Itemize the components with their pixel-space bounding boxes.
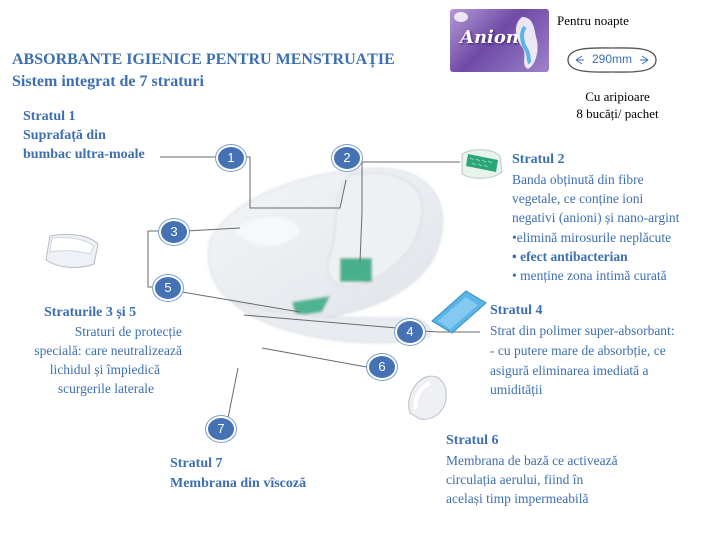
layer4-desc-line4: umidității bbox=[490, 382, 543, 397]
layer-7-badge: 7 bbox=[206, 416, 236, 442]
layer-1-badge: 1 bbox=[216, 145, 246, 171]
layer1-heading-line3: bumbac ultra-moale bbox=[23, 147, 145, 162]
layer35-desc-line2: specială: care neutralizează bbox=[34, 343, 182, 358]
pad-outline-icon bbox=[515, 17, 538, 69]
layer2-heading: Stratul 2 bbox=[512, 152, 565, 167]
layer7-heading: Stratul 7 bbox=[170, 456, 223, 471]
layer-3-badge: 3 bbox=[159, 219, 189, 245]
pack-count-label: 8 bucăți/ pachet bbox=[576, 106, 659, 121]
page-title: ABSORBANTE IGIENICE PENTRU MENSTRUAȚIE bbox=[12, 51, 395, 68]
layer2-thumbnail bbox=[461, 149, 503, 179]
page-subtitle: Sistem integrat de 7 straturi bbox=[12, 73, 204, 90]
layer6-thumbnail bbox=[408, 375, 447, 420]
layer2-desc-line2: vegetale, ce conține ioni bbox=[512, 191, 644, 206]
brand-logo-icon bbox=[454, 12, 468, 22]
layer7-heading-line2: Membrana din vîscoză bbox=[170, 476, 307, 491]
variant-label: Pentru noapte bbox=[557, 13, 629, 28]
layer35-desc-line3: lichidul și împiedică bbox=[49, 362, 160, 377]
size-value: 290mm bbox=[584, 51, 640, 67]
layer4-heading: Stratul 4 bbox=[490, 303, 543, 318]
layer2-bullet-1: •elimină mirosurile neplăcute bbox=[512, 230, 672, 245]
pad-illustration bbox=[208, 167, 443, 344]
layer1-heading-line2: Suprafață din bbox=[23, 128, 106, 143]
layer6-heading: Stratul 6 bbox=[446, 433, 499, 448]
layer2-desc-line1: Banda obținută din fibre bbox=[512, 172, 644, 187]
layer1-heading: Stratul 1 bbox=[23, 109, 76, 124]
layer35-desc-line1: Straturi de protecție bbox=[74, 324, 182, 339]
layer2-desc-line3: negativi (anioni) și nano-argint bbox=[512, 210, 680, 225]
package-brand: Anion bbox=[460, 27, 519, 48]
layer4-desc-line1: Strat din polimer super-absorbant: bbox=[490, 323, 675, 338]
layer35-heading: Straturile 3 și 5 bbox=[44, 305, 137, 320]
layer4-thumbnail bbox=[431, 290, 487, 334]
layer4-desc-line3: asigură eliminarea imediată a bbox=[490, 363, 649, 378]
layer6-desc-line2: circulația aerului, fiind în bbox=[446, 472, 584, 487]
layer-4-badge: 4 bbox=[395, 319, 425, 345]
layer35-desc-line4: scurgerile laterale bbox=[57, 381, 154, 396]
layer2-bullet-2: • efect antibacterian bbox=[512, 249, 628, 264]
layer2-bullet-3: • menține zona intimă curată bbox=[512, 268, 667, 283]
layer3-5-thumbnail bbox=[45, 233, 99, 268]
layer6-desc-line3: același timp impermeabilă bbox=[446, 491, 589, 506]
wings-label: Cu aripioare bbox=[585, 89, 650, 104]
size-indicator: 290mm bbox=[562, 42, 662, 78]
package-image: Anion bbox=[450, 9, 549, 72]
layer-2-badge: 2 bbox=[332, 145, 362, 171]
layer6-desc-line1: Membrana de bază ce activează bbox=[446, 453, 618, 468]
layer-5-badge: 5 bbox=[153, 275, 183, 301]
layer-6-badge: 6 bbox=[367, 354, 397, 380]
layer4-desc-line2: - cu putere mare de absorbție, ce bbox=[490, 343, 666, 358]
